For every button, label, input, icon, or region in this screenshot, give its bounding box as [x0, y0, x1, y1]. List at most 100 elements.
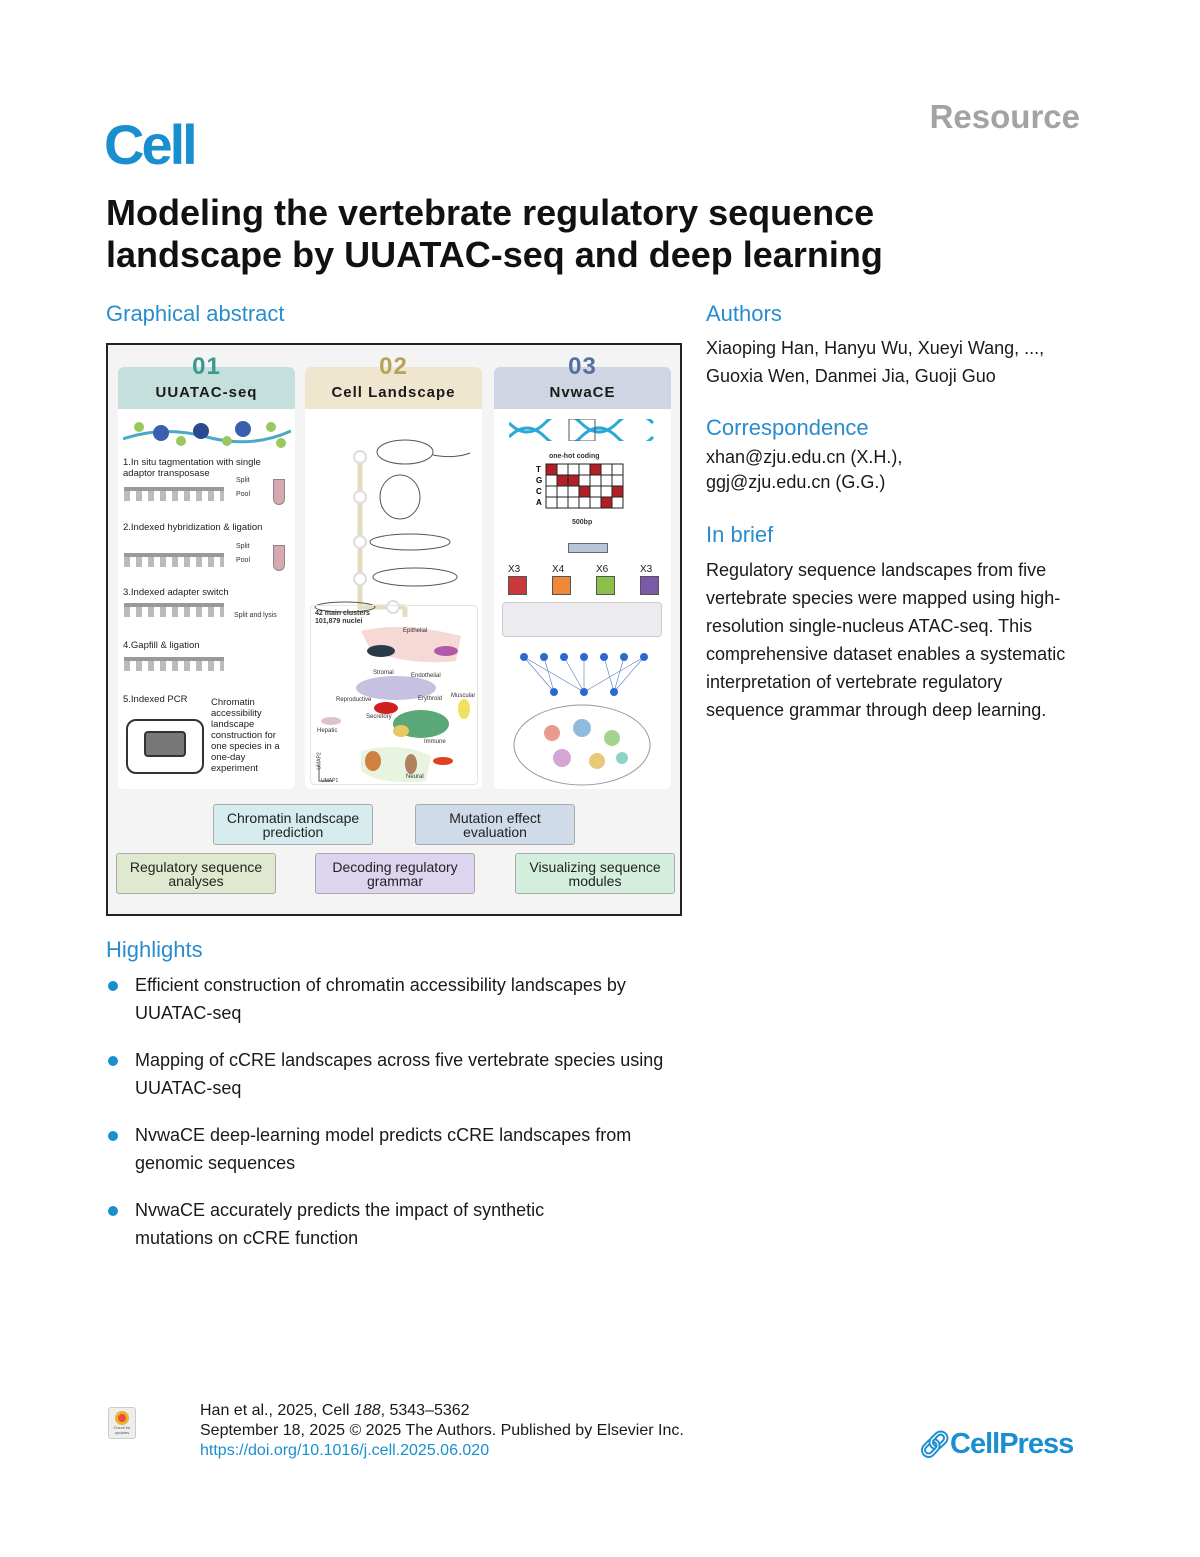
- cluster-label: Reproductive: [336, 697, 372, 703]
- one-hot-cell: [589, 463, 602, 476]
- cluster-count: 42 main clusters: [315, 610, 370, 617]
- strip-tubes: [124, 603, 224, 617]
- tube-icon: [273, 479, 285, 505]
- one-hot-cell: [567, 496, 580, 509]
- one-hot-cell: [600, 474, 613, 487]
- citation-line: Han et al., 2025, Cell 188, 5343–5362: [200, 1402, 470, 1419]
- panel-title: Cell Landscape: [331, 384, 456, 401]
- one-hot-cell: [567, 485, 580, 498]
- graphical-abstract-heading: Graphical abstract: [106, 301, 285, 326]
- bullet-icon: [108, 1131, 118, 1141]
- in-brief-text: Regulatory sequence landscapes from five…: [706, 560, 1066, 720]
- highlight-item: NvwaCE deep-learning model predicts cCRE…: [106, 1121, 666, 1177]
- step-5: 5.Indexed PCR: [123, 694, 188, 705]
- one-hot-cell: [589, 485, 602, 498]
- check-for-updates-badge[interactable]: Check for updates: [108, 1407, 136, 1439]
- one-hot-cell: [545, 496, 558, 509]
- conv-block: [508, 576, 527, 595]
- block-repeat-label: X4: [552, 564, 565, 575]
- one-hot-cell: [545, 463, 558, 476]
- pool-label: Pool: [236, 491, 251, 498]
- cluster-label: Neural: [406, 774, 424, 780]
- base-label: T: [536, 465, 541, 474]
- outcome-mutation-effect-evaluation: Mutation effect evaluation: [415, 804, 575, 845]
- outcome-visualizing-sequence-modules: Visualizing sequence modules: [515, 853, 675, 894]
- correspondence-heading: Correspondence: [706, 415, 869, 440]
- bullet-icon: [108, 981, 118, 991]
- cluster-label: Muscular: [451, 693, 476, 699]
- one-hot-cell: [589, 496, 602, 509]
- cluster-label: Immune: [424, 739, 446, 745]
- one-hot-cell: [567, 474, 580, 487]
- check-updates-icon: [115, 1411, 129, 1425]
- highlight-item: Efficient construction of chromatin acce…: [106, 971, 686, 1027]
- in-brief-heading: In brief: [706, 522, 774, 547]
- umap2-axis-label: UMAP2: [316, 752, 323, 770]
- base-label: C: [536, 487, 542, 496]
- step-3: 3.Indexed adapter switch: [123, 587, 229, 598]
- highlight-item: Mapping of cCRE landscapes across five v…: [106, 1046, 686, 1102]
- one-hot-cell: [611, 463, 624, 476]
- base-label: G: [536, 476, 542, 485]
- authors-list: Xiaoping Han, Hanyu Wu, Xueyi Wang, ...,…: [706, 338, 1045, 386]
- panel-number: 02: [379, 353, 408, 380]
- umap-plot: 42 main clusters 101,879 nuclei Epitheli…: [310, 605, 478, 785]
- sequence-length-label: 500bp: [572, 519, 593, 526]
- block-repeat-label: X3: [640, 564, 653, 575]
- one-hot-cell: [611, 474, 624, 487]
- panel-title: UUATAC-seq: [155, 384, 258, 401]
- correspondence-email-2[interactable]: ggj@zju.edu.cn (G.G.): [706, 472, 886, 492]
- one-hot-cell: [600, 485, 613, 498]
- correspondence-email-1[interactable]: xhan@zju.edu.cn (X.H.),: [706, 447, 903, 467]
- sequencer-icon: [126, 719, 204, 774]
- one-hot-cell: [589, 474, 602, 487]
- cluster-label: Epithelial: [403, 628, 428, 634]
- step-2: 2.Indexed hybridization & ligation: [123, 522, 263, 533]
- outcome-chromatin-landscape-prediction: Chromatin landscape prediction: [213, 804, 373, 845]
- chromatin-tagmentation-icon: [123, 421, 291, 448]
- one-hot-cell: [556, 496, 569, 509]
- nuclei-count: 101,879 nuclei: [315, 618, 363, 625]
- outcome-regulatory-sequence-analyses: Regulatory sequence analyses: [116, 853, 276, 894]
- umap-clusters: [318, 627, 470, 783]
- article-type: Resource: [929, 98, 1080, 135]
- outcome-decoding-regulatory-grammar: Decoding regulatory grammar: [315, 853, 475, 894]
- footer-citation: Han et al., 2025, Cell 188, 5343–5362 Se…: [200, 1401, 684, 1461]
- pool-label: Pool: [236, 557, 251, 564]
- authors-heading: Authors: [706, 301, 782, 326]
- one-hot-cell: [556, 474, 569, 487]
- panel-title: NvwaCE: [549, 384, 616, 401]
- block-repeat-label: X6: [596, 564, 609, 575]
- conv-layer-icon: [568, 543, 608, 553]
- embedding-ellipse-icon: [513, 704, 651, 786]
- one-hot-cell: [545, 474, 558, 487]
- umap1-axis-label: UMAP1: [321, 778, 339, 784]
- strip-tubes: [124, 657, 224, 671]
- cluster-label: Secretory: [366, 714, 392, 720]
- step-1: 1.In situ tagmentation with single adapt…: [123, 457, 261, 479]
- one-hot-cell: [578, 463, 591, 476]
- block-repeat-label: X3: [508, 564, 521, 575]
- bullet-icon: [108, 1056, 118, 1066]
- panel-number: 03: [568, 353, 597, 380]
- one-hot-cell: [556, 463, 569, 476]
- cluster-label: Erythroid: [418, 696, 443, 702]
- cell-journal-logo: Cell: [104, 113, 198, 176]
- one-hot-cell: [611, 485, 624, 498]
- one-hot-cell: [567, 463, 580, 476]
- strip-tubes: [124, 487, 224, 501]
- cluster-label: Hepatic: [317, 728, 338, 734]
- bullet-icon: [108, 1206, 118, 1216]
- one-hot-cell: [578, 474, 591, 487]
- doi-link[interactable]: https://doi.org/10.1016/j.cell.2025.06.0…: [200, 1442, 490, 1459]
- neural-network-icon: [520, 653, 648, 696]
- split-label: Split: [236, 543, 250, 550]
- conv-block: [640, 576, 659, 595]
- residual-block-icon: [502, 602, 662, 637]
- one-hot-cell: [578, 485, 591, 498]
- one-hot-cell: [545, 485, 558, 498]
- species-tree-icon: [314, 439, 471, 617]
- one-hot-label: one-hot coding: [549, 453, 600, 460]
